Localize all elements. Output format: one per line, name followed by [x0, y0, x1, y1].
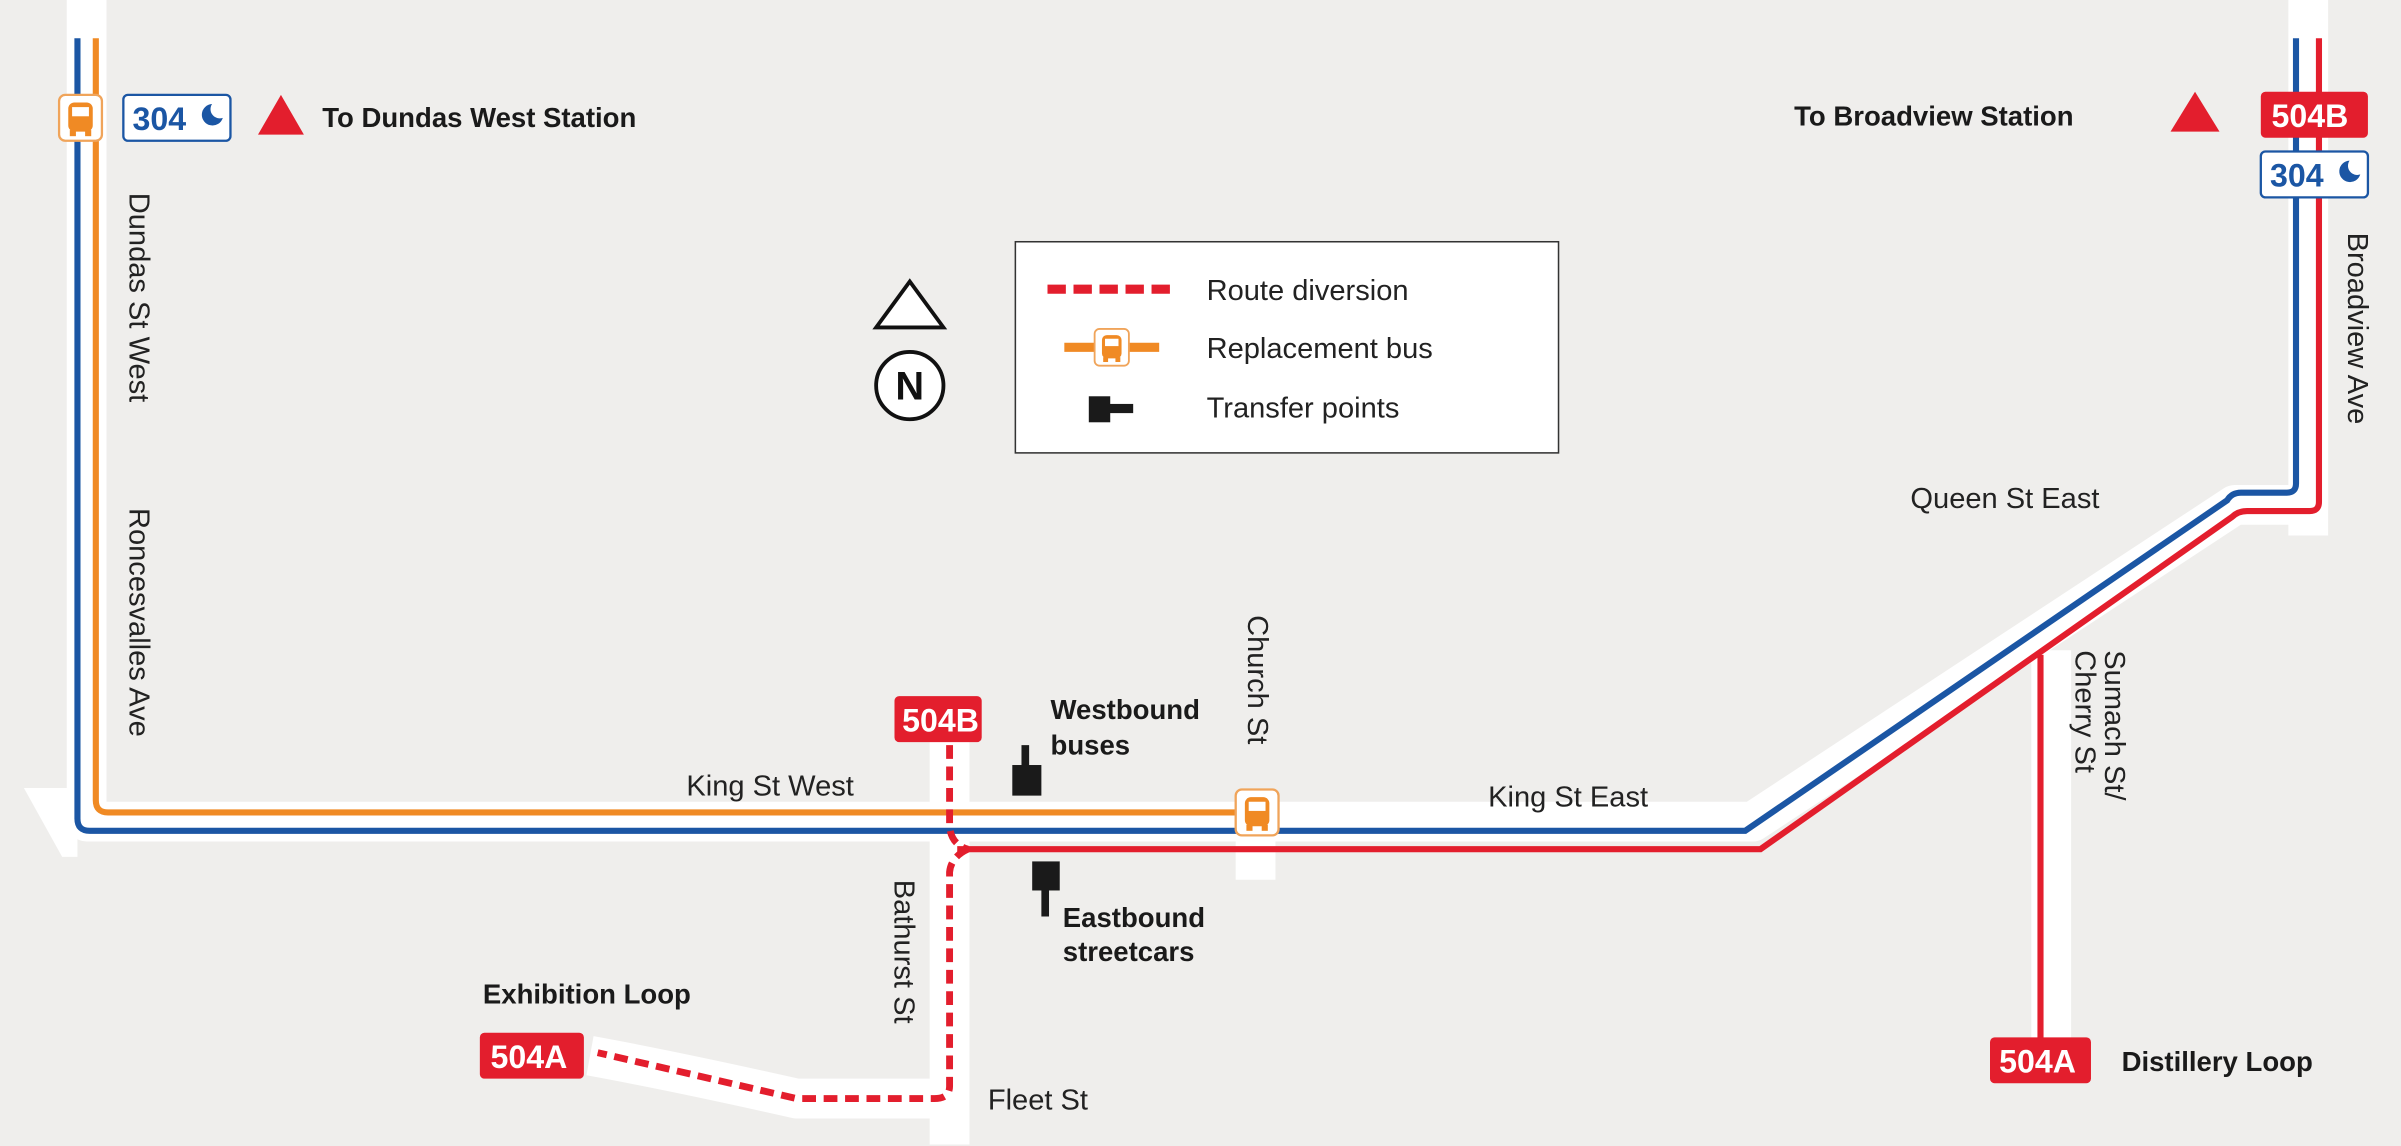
route-diversion-line[interactable]	[596, 745, 970, 1103]
legend-item-label: Replacement bus	[1207, 333, 1433, 365]
direction-triangle-icon	[257, 94, 304, 135]
moon-icon	[201, 104, 223, 126]
transfer-icon	[1088, 396, 1134, 423]
street-broadview: Broadview Ave	[2341, 233, 2373, 425]
street-king-east: King St East	[1488, 781, 1648, 813]
badge-504a-exhibition[interactable]: 504A	[479, 1032, 584, 1079]
transfer-westbound-line1: Westbound	[1051, 694, 1200, 725]
badge-504b-east[interactable]: 504B	[2260, 91, 2368, 138]
replacement-bus-line[interactable]	[92, 38, 1241, 816]
direction-triangle-icon	[2170, 91, 2220, 132]
street-roncesvalles: Roncesvalles Ave	[122, 508, 154, 737]
bus-icon	[1093, 328, 1130, 367]
street-sumach: Sumach St/	[2098, 650, 2130, 801]
street-bathurst: Bathurst St	[887, 880, 919, 1024]
badge-504a-distillery[interactable]: 504A	[1990, 1037, 2091, 1084]
place-exhibition-loop: Exhibition Loop	[483, 979, 691, 1010]
legend: Route diversion Replacement bus Transfer…	[1014, 240, 1560, 454]
badge-label: 504A	[1999, 1044, 2076, 1080]
place-distillery-loop: Distillery Loop	[2122, 1046, 2313, 1077]
transfer-eastbound-line2: streetcars	[1063, 936, 1195, 967]
badge-504b-bathurst[interactable]: 504B	[894, 696, 982, 743]
destination-west: To Dundas West Station	[322, 102, 636, 133]
compass-letter: N	[895, 364, 924, 408]
bus-icon	[57, 93, 104, 142]
moon-icon	[2339, 160, 2361, 183]
badge-304-east[interactable]: 304	[2259, 150, 2370, 199]
street-church: Church St	[1241, 615, 1273, 744]
route-304-line[interactable]	[74, 38, 2300, 834]
transfer-icon-eastbound	[1032, 861, 1060, 917]
badge-label: 504A	[491, 1039, 568, 1075]
street-fleet: Fleet St	[988, 1084, 1088, 1116]
north-arrow-icon: N	[872, 278, 948, 422]
badge-304-west[interactable]: 304	[122, 93, 232, 142]
badge-label: 504B	[2272, 98, 2349, 134]
street-dundas: Dundas St West	[122, 193, 154, 402]
badge-label: 304	[133, 101, 187, 137]
bus-icon	[1234, 788, 1280, 837]
street-queen-east: Queen St East	[1910, 483, 2099, 515]
badge-label: 504B	[902, 702, 979, 738]
street-cherry: Cherry St	[2069, 650, 2101, 773]
transfer-icon-westbound	[1012, 745, 1042, 796]
destination-east: To Broadview Station	[1794, 100, 2073, 131]
transfer-eastbound-line1: Eastbound	[1063, 902, 1205, 933]
transfer-westbound-line2: buses	[1051, 729, 1131, 760]
route-504-line[interactable]	[957, 38, 2323, 853]
legend-item-label: Transfer points	[1207, 393, 1400, 425]
street-king-west: King St West	[686, 771, 853, 803]
legend-item-label: Route diversion	[1207, 275, 1409, 307]
badge-label: 304	[2270, 158, 2324, 194]
